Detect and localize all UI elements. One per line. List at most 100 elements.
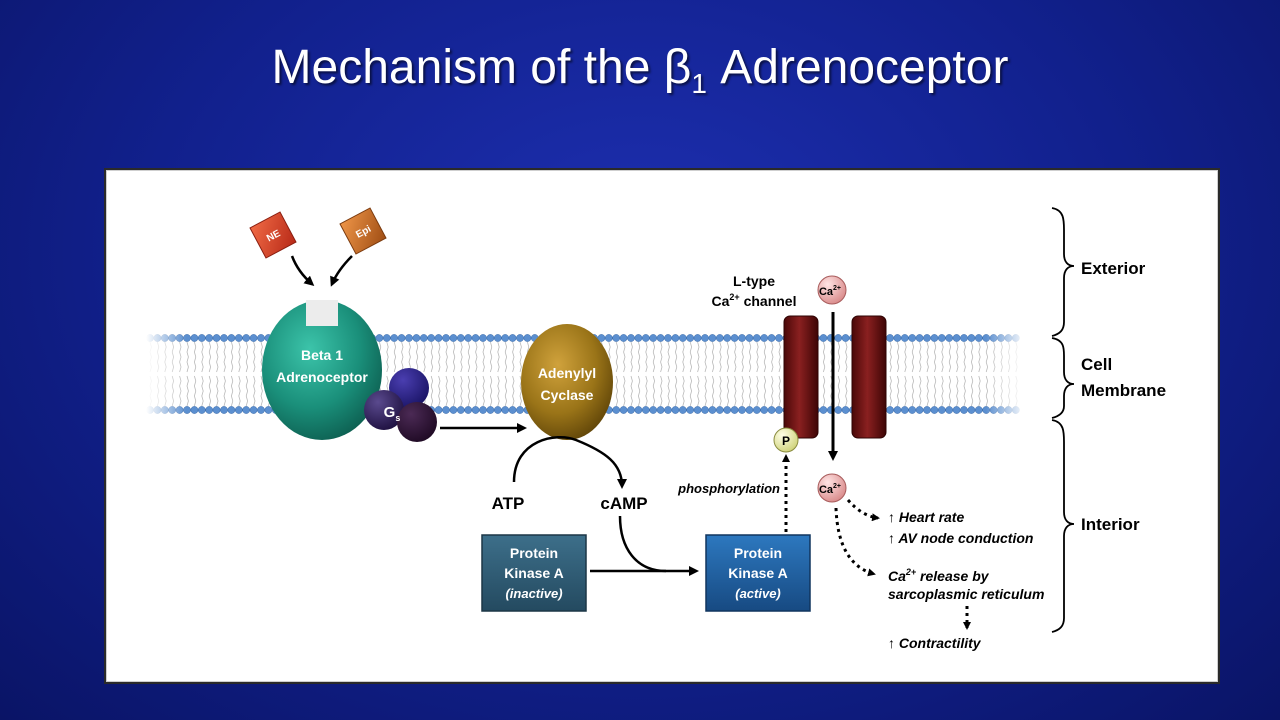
lipid-head	[708, 406, 717, 414]
camp-join-curve	[618, 515, 667, 573]
lipid-head	[656, 406, 665, 414]
lipid-head	[760, 334, 769, 342]
interior-label: Interior	[1081, 515, 1140, 534]
lipid-tail	[415, 341, 419, 373]
lipid-tail	[438, 375, 441, 407]
lipid-tail	[497, 341, 500, 373]
lipid-head	[723, 334, 732, 342]
lipid-tail	[719, 375, 722, 407]
lipid-tail	[438, 341, 441, 373]
phosphate-group: P	[773, 427, 799, 453]
lipid-head	[945, 406, 954, 414]
lipid-tail	[475, 341, 478, 373]
lipid-tail	[645, 375, 648, 407]
lipid-tail	[208, 375, 212, 407]
lipid-tail	[963, 375, 966, 407]
lipid-tail	[223, 341, 226, 373]
lipid-head	[464, 406, 473, 414]
lipid-tail	[253, 375, 256, 407]
lipid-head	[967, 334, 976, 342]
lipid-head	[945, 334, 954, 342]
lipid-head	[486, 334, 495, 342]
atp-label: ATP	[492, 494, 525, 513]
lipid-head	[641, 406, 650, 414]
lipid-head	[923, 406, 931, 414]
gs-protein: Gs	[364, 368, 437, 442]
lipid-tail	[845, 375, 848, 407]
pka-inactive-line1: Protein	[510, 545, 558, 561]
lipid-tail	[889, 375, 892, 407]
lipid-tail	[911, 341, 915, 373]
calcium-exterior-label: Ca2+	[819, 285, 841, 298]
lipid-head	[627, 406, 635, 414]
lipid-tail	[734, 375, 737, 407]
lipid-head	[442, 406, 450, 414]
lipid-tail	[238, 341, 241, 373]
adenylyl-cyclase: Adenylyl Cyclase	[521, 324, 613, 440]
lipid-head	[456, 334, 465, 342]
lipid-tail	[756, 375, 759, 407]
title-main: Mechanism of the β	[271, 41, 692, 94]
lipid-tail	[430, 341, 434, 373]
membrane-fade-left	[146, 330, 186, 420]
lipid-head	[900, 406, 909, 414]
lipid-head	[516, 406, 524, 414]
lipid-tail	[186, 341, 189, 373]
lipid-head	[627, 334, 635, 342]
lipid-tail	[822, 375, 826, 407]
lipid-tail	[674, 375, 678, 407]
lipid-tail	[201, 341, 204, 373]
channel-label-line1: L-type	[733, 273, 775, 289]
pka-inactive-box: Protein Kinase A (inactive)	[481, 534, 587, 612]
calcium-interior-label: Ca2+	[819, 483, 841, 496]
lipid-tail	[193, 375, 197, 407]
lipid-head	[212, 406, 221, 414]
lipid-tail	[216, 375, 219, 407]
lipid-head	[257, 334, 265, 342]
ca-release-effect-line1: Ca2+ release by	[888, 567, 990, 584]
lipid-tail	[682, 375, 685, 407]
lipid-tail	[512, 341, 515, 373]
lipid-head	[908, 406, 917, 414]
lipid-head	[234, 334, 243, 342]
lipid-tail	[926, 375, 929, 407]
lipid-tail	[445, 341, 448, 373]
lipid-tail	[504, 341, 508, 373]
lipid-tail	[401, 341, 404, 373]
lipid-head	[234, 406, 243, 414]
lipid-tail	[637, 341, 641, 373]
lipid-head	[693, 406, 702, 414]
phosphorylation-label: phosphorylation	[677, 481, 780, 496]
lipid-tail	[512, 375, 515, 407]
lipid-tail	[423, 341, 426, 373]
lipid-tail	[660, 375, 663, 407]
lipid-tail	[904, 341, 907, 373]
lipid-tail	[245, 341, 249, 373]
slide-title: Mechanism of the β1 Adrenoceptor	[0, 40, 1280, 100]
title-end: Adrenoceptor	[706, 41, 1009, 94]
lipid-head	[693, 334, 702, 342]
lipid-tail	[956, 375, 959, 407]
lipid-head	[493, 406, 502, 414]
lipid-tail	[711, 341, 715, 373]
lipid-head	[908, 334, 917, 342]
lipid-tail	[460, 375, 463, 407]
lipid-head	[508, 334, 517, 342]
lipid-head	[730, 406, 739, 414]
l-type-channel	[783, 315, 887, 439]
lipid-tail	[926, 341, 929, 373]
lipid-tail	[245, 375, 249, 407]
lipid-head	[649, 334, 658, 342]
epi-ligand: Epi	[339, 207, 387, 255]
lipid-head	[523, 334, 532, 342]
interior-brace	[1051, 419, 1075, 633]
calcium-ion-interior: Ca2+	[817, 473, 847, 503]
lipid-tail	[445, 375, 448, 407]
lipid-head	[686, 334, 695, 342]
lipid-tail	[956, 341, 959, 373]
lipid-head	[701, 406, 709, 414]
lipid-tail	[645, 341, 648, 373]
lipid-head	[257, 406, 265, 414]
lipid-head	[893, 334, 902, 342]
epi-arrow	[330, 255, 353, 287]
